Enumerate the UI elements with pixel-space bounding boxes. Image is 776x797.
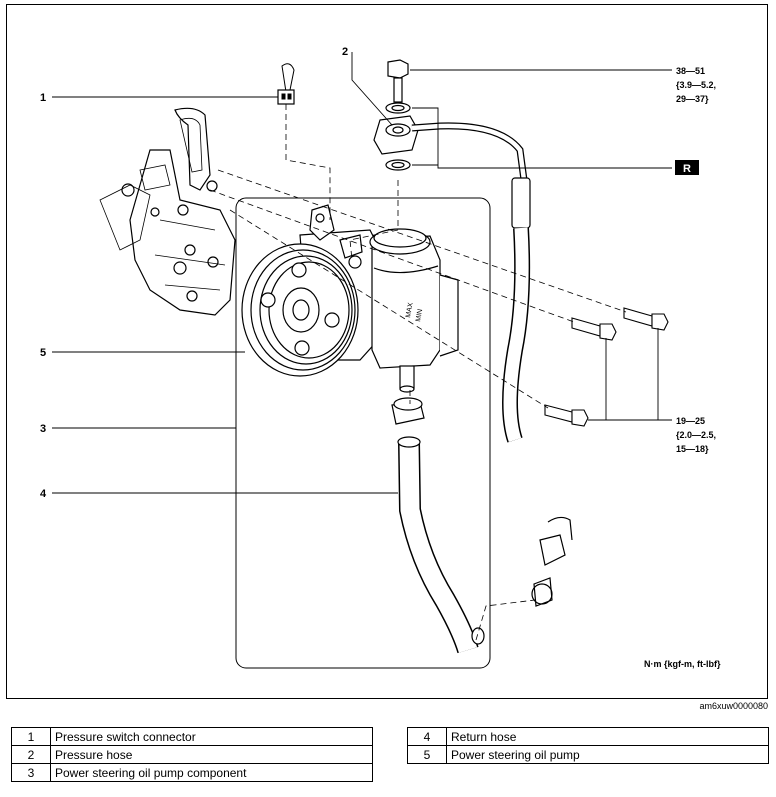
callout-4: 4 [40, 488, 47, 500]
callout-1: 1 [40, 92, 46, 104]
legend-label: Pressure switch connector [50, 727, 373, 746]
torque-top-line2: {3.9—5.2, [676, 80, 716, 90]
engine-bracket [99, 107, 236, 316]
diagram-frame [6, 4, 768, 699]
alignment-lines [209, 104, 627, 641]
legend-table-right: 4 Return hose 5 Power steering oil pump [407, 727, 769, 764]
torque-bottom-line3: 15—18} [676, 444, 709, 454]
torque-bottom-line2: {2.0—2.5, [676, 430, 716, 440]
callout-5: 5 [40, 347, 46, 359]
legend-label: Pressure hose [50, 745, 373, 764]
torque-top-line1: 38—51 [676, 66, 705, 76]
callout-2: 2 [342, 46, 348, 58]
leader-lines [52, 52, 672, 494]
legend-num: 4 [407, 727, 447, 746]
pressure-hose [373, 59, 531, 443]
image-code: am6xuw0000080 [699, 701, 768, 711]
legend-num: 1 [11, 727, 51, 746]
exploded-view-diagram: MAX MIN [40, 46, 721, 669]
legend-row: 3 Power steering oil pump component [11, 763, 373, 782]
svg-text:MIN: MIN [415, 308, 424, 322]
legend-table-left: 1 Pressure switch connector 2 Pressure h… [11, 727, 373, 782]
legend-num: 2 [11, 745, 51, 764]
pressure-switch-connector [277, 63, 295, 105]
legend-label: Return hose [446, 727, 769, 746]
replace-badge: R [683, 163, 691, 175]
callout-3: 3 [40, 423, 46, 435]
legend-row: 1 Pressure switch connector [11, 727, 373, 746]
torque-bottom-line1: 19—25 [676, 416, 705, 426]
return-hose [391, 397, 573, 654]
legend-row: 2 Pressure hose [11, 745, 373, 764]
legend-row: 4 Return hose [407, 727, 769, 746]
pump-mounting-bolts [544, 307, 669, 427]
legend-label: Power steering oil pump [446, 745, 769, 764]
units-note: N·m {kgf-m, ft-lbf} [644, 659, 721, 669]
legend-num: 3 [11, 763, 51, 782]
replace-badge-box [675, 160, 699, 175]
pump-component-boundary [235, 197, 491, 669]
power-steering-oil-pump: MAX MIN [241, 204, 459, 393]
legend-row: 5 Power steering oil pump [407, 745, 769, 764]
legend-num: 5 [407, 745, 447, 764]
legend-label: Power steering oil pump component [50, 763, 373, 782]
torque-top-line3: 29—37} [676, 94, 709, 104]
svg-text:MAX: MAX [405, 302, 415, 318]
